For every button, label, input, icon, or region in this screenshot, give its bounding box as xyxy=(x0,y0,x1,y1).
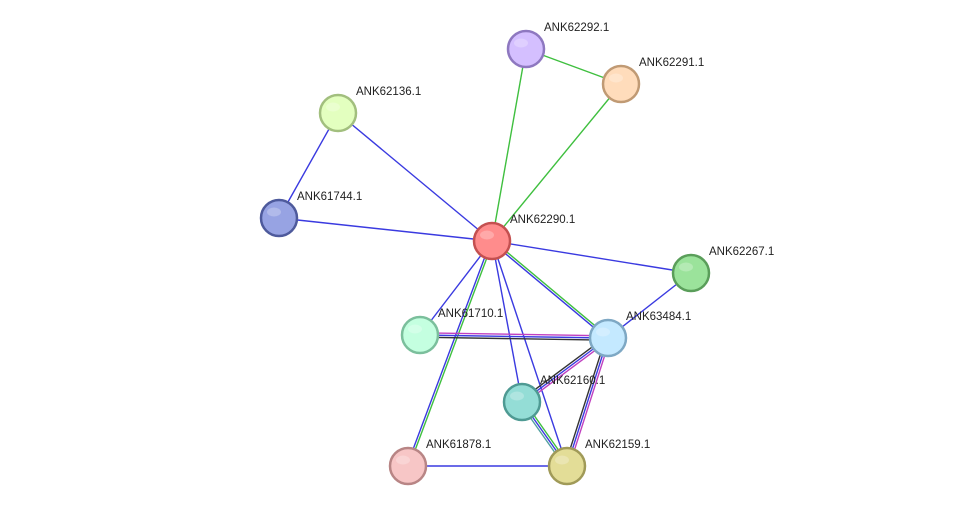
node-ANK62160.1[interactable]: ANK62160.1 xyxy=(502,375,605,422)
node-highlight xyxy=(480,230,494,240)
node-circle[interactable] xyxy=(547,446,587,486)
edges-layer xyxy=(278,48,692,468)
edge-ANK63484.1-ANK62159.1 xyxy=(564,337,607,466)
node-highlight xyxy=(510,391,524,401)
edge-ANK63484.1-ANK62159.1 xyxy=(568,338,611,467)
node-circle[interactable] xyxy=(472,221,512,261)
edge-ANK63484.1-ANK62159.1 xyxy=(566,337,609,467)
node-ANK62291.1[interactable]: ANK62291.1 xyxy=(601,57,704,104)
node-highlight xyxy=(596,327,610,337)
node-highlight xyxy=(408,324,422,334)
node-label: ANK62160.1 xyxy=(540,375,605,387)
edge-ANK62291.1-ANK62290.1 xyxy=(491,83,622,242)
nodes-layer: ANK62290.1 ANK62292.1ANK62291.1ANK62136.1… xyxy=(259,22,774,486)
node-highlight xyxy=(679,262,693,272)
node-circle[interactable] xyxy=(388,446,428,486)
node-highlight xyxy=(326,102,340,112)
node-ANK61710.1[interactable]: ANK61710.1 xyxy=(400,308,503,355)
edge-ANK62290.1-ANK63484.1 xyxy=(492,239,610,338)
node-ANK62290.1[interactable]: ANK62290.1 xyxy=(472,214,575,261)
edge-ANK62290.1-ANK63484.1 xyxy=(490,241,608,340)
node-label: ANK61710.1 xyxy=(438,308,503,320)
edge-ANK62290.1-ANK62267.1 xyxy=(491,240,692,274)
node-ANK62292.1[interactable]: ANK62292.1 xyxy=(506,22,609,69)
node-label: ANK62290.1 xyxy=(510,214,575,226)
edge-ANK61744.1-ANK62290.1 xyxy=(278,217,493,242)
node-label: ANK62267.1 xyxy=(709,246,774,258)
node-ANK61878.1[interactable]: ANK61878.1 xyxy=(388,439,491,486)
edge-ANK62136.1-ANK62290.1 xyxy=(337,112,493,242)
node-label: ANK62292.1 xyxy=(544,22,609,34)
node-ANK63484.1[interactable]: ANK63484.1 xyxy=(588,311,691,358)
edge-ANK62290.1-ANK62160.1 xyxy=(491,240,523,403)
node-label: ANK62159.1 xyxy=(585,439,650,451)
node-highlight xyxy=(609,73,623,83)
node-circle[interactable] xyxy=(502,382,542,422)
node-circle[interactable] xyxy=(588,318,628,358)
edge-ANK62292.1-ANK62290.1 xyxy=(491,48,527,242)
node-ANK62267.1[interactable]: ANK62267.1 xyxy=(671,246,774,293)
node-label: ANK63484.1 xyxy=(626,311,691,323)
edge-ANK62290.1-ANK61878.1 xyxy=(406,240,492,466)
edge-ANK62290.1-ANK62159.1 xyxy=(491,240,568,467)
node-circle[interactable] xyxy=(671,253,711,293)
edge-ANK61710.1-ANK63484.1 xyxy=(419,336,608,341)
node-label: ANK62291.1 xyxy=(639,57,704,69)
node-label: ANK61878.1 xyxy=(426,439,491,451)
edge-ANK62290.1-ANK61878.1 xyxy=(408,241,494,467)
node-ANK61744.1[interactable]: ANK61744.1 xyxy=(259,191,362,238)
node-highlight xyxy=(396,455,410,465)
node-ANK62136.1[interactable]: ANK62136.1 xyxy=(318,86,421,133)
node-highlight xyxy=(514,38,528,48)
edge-ANK61710.1-ANK63484.1 xyxy=(419,334,609,339)
node-highlight xyxy=(267,207,281,217)
node-circle[interactable] xyxy=(259,198,299,238)
node-label: ANK62136.1 xyxy=(356,86,421,98)
edge-ANK62290.1-ANK61710.1 xyxy=(419,240,493,336)
node-highlight xyxy=(555,455,569,465)
edge-ANK62136.1-ANK61744.1 xyxy=(278,112,339,219)
node-ANK62159.1[interactable]: ANK62159.1 xyxy=(547,439,650,486)
node-label: ANK61744.1 xyxy=(297,191,362,203)
node-circle[interactable] xyxy=(318,93,358,133)
node-circle[interactable] xyxy=(601,64,641,104)
edge-ANK61710.1-ANK63484.1 xyxy=(420,332,609,337)
node-circle[interactable] xyxy=(400,315,440,355)
node-circle[interactable] xyxy=(506,29,546,69)
